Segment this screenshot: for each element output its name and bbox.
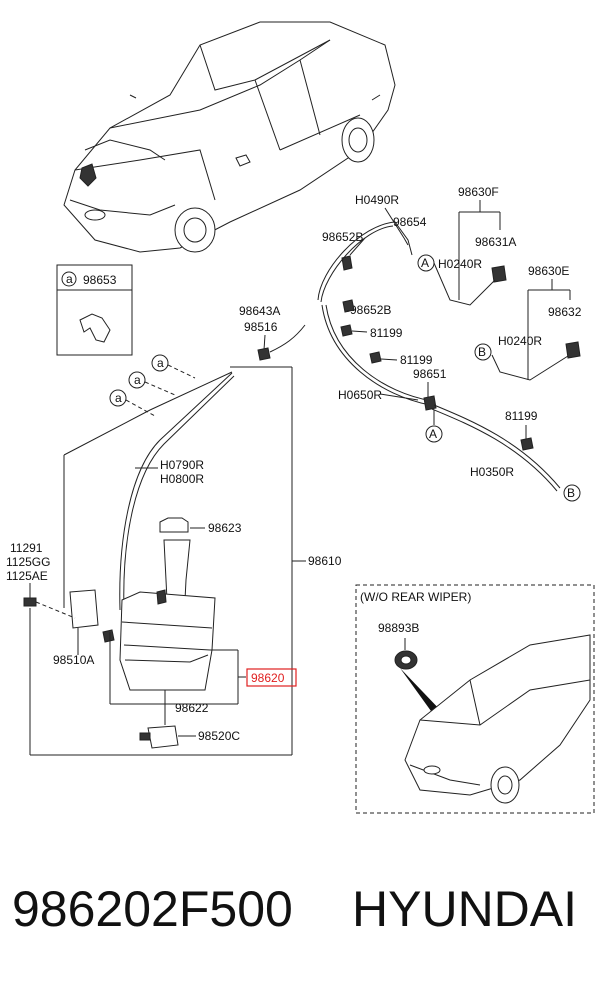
- rear-washer-hose-assembly: H0490R 98654 98652B A 98630F 98631A H024…: [317, 185, 582, 502]
- label-98610: 98610: [308, 554, 342, 568]
- label-81199-a: 81199: [370, 326, 403, 340]
- clip-98653: [79, 313, 111, 343]
- marker-A-top: A: [421, 256, 429, 270]
- label-98631A: 98631A: [475, 235, 516, 249]
- label-98630E: 98630E: [528, 264, 569, 278]
- wo-rear-wiper-box: [355, 584, 595, 814]
- highlight-box-98620: [246, 668, 297, 687]
- label-H0790R: H0790R: [160, 458, 204, 472]
- label-98654: 98654: [393, 215, 427, 229]
- marker-B-bottom: B: [567, 486, 575, 500]
- clip-inset-box: [56, 264, 133, 356]
- parts-diagram: a 98653 H0490R 98654 98652B A 98630F 986…: [6, 21, 595, 814]
- label-H0650R: H0650R: [338, 388, 382, 402]
- label-81199-c: 81199: [505, 409, 538, 423]
- sedan-illustration: [63, 21, 396, 253]
- marker-B-top: B: [478, 345, 486, 359]
- label-wo-rear-wiper: (W/O REAR WIPER): [360, 590, 471, 604]
- label-98643A: 98643A: [239, 304, 280, 318]
- label-98510A: 98510A: [53, 653, 94, 667]
- label-98652B-top: 98652B: [322, 230, 363, 244]
- marker-A-bottom: A: [429, 427, 437, 441]
- label-1125GG: 1125GG: [6, 555, 50, 569]
- label-98622: 98622: [175, 701, 209, 715]
- marker-a-3: a: [115, 391, 122, 405]
- label-81199-b: 81199: [400, 353, 433, 367]
- label-H0490R: H0490R: [355, 193, 399, 207]
- wo-rear-wiper-inset: (W/O REAR WIPER) 98893B: [355, 584, 595, 814]
- label-98893B: 98893B: [378, 621, 419, 635]
- marker-a-1: a: [157, 356, 164, 370]
- label-H0350R: H0350R: [470, 465, 514, 479]
- label-98652B-mid: 98652B: [350, 303, 391, 317]
- label-H0240R-top: H0240R: [438, 257, 482, 271]
- label-98630F: 98630F: [458, 185, 499, 199]
- label-H0800R: H0800R: [160, 472, 204, 486]
- label-98520C: 98520C: [198, 729, 240, 743]
- label-11291: 11291: [10, 541, 43, 555]
- marker-a-circle: [61, 271, 77, 287]
- part-number: 986202F500: [12, 881, 293, 937]
- marker-a-label: a: [66, 272, 73, 286]
- label-98516: 98516: [244, 320, 278, 334]
- label-98653: 98653: [83, 273, 117, 287]
- label-98632: 98632: [548, 305, 582, 319]
- label-1125AE: 1125AE: [6, 569, 48, 583]
- marker-a-2: a: [134, 373, 141, 387]
- brand-name: HYUNDAI: [352, 881, 578, 937]
- label-98651: 98651: [413, 367, 447, 381]
- label-98623: 98623: [208, 521, 242, 535]
- label-98620: 98620: [251, 671, 285, 685]
- footer: 986202F500 HYUNDAI: [0, 870, 600, 980]
- label-H0240R-right: H0240R: [498, 334, 542, 348]
- washer-reservoir-assembly: 98643A 98516 98610 a a a H0790R H0800R 9…: [6, 304, 342, 756]
